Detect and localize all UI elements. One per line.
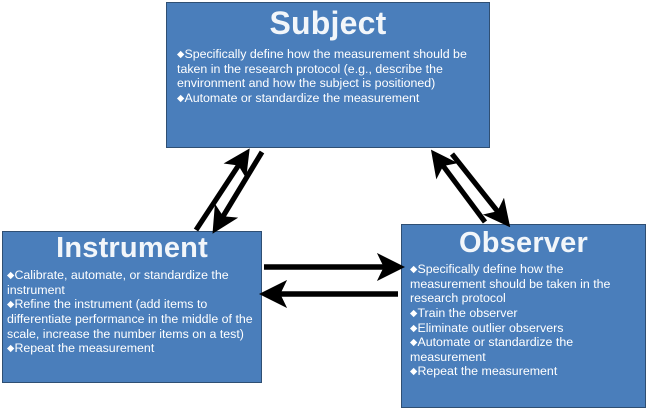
bullet-item: ◆Automate or standardize the measurement (177, 91, 479, 106)
bullet-item: ◆Eliminate outlier observers (410, 321, 639, 336)
bullet-text: Eliminate outlier observers (417, 320, 564, 335)
connector-subject-to-observer (449, 152, 511, 228)
node-observer-body: ◆Specifically define how the measurement… (402, 258, 645, 379)
bullet-text: Train the observer (417, 305, 518, 320)
bullet-text: Calibrate, automate, or standardize the … (7, 268, 229, 297)
node-observer[interactable]: Observer ◆Specifically define how the me… (401, 224, 646, 408)
bullet-text: Specifically define how the measurement … (177, 47, 467, 91)
bullet-item: ◆Train the observer (410, 306, 639, 321)
bullet-text: Refine the instrument (add items to diff… (7, 297, 253, 341)
diamond-bullet-icon: ◆ (177, 49, 185, 60)
bullet-text: Specifically define how the measurement … (410, 262, 611, 306)
diamond-bullet-icon: ◆ (177, 92, 185, 104)
bullet-item: ◆Refine the instrument (add items to dif… (7, 297, 255, 341)
node-instrument-title: Instrument (56, 232, 208, 264)
bullet-item: ◆Specifically define how the measurement… (410, 262, 639, 306)
node-subject-title: Subject (269, 5, 387, 41)
bullet-item: ◆Repeat the measurement (7, 341, 255, 356)
bullet-item: ◆Automate or standardize the measurement (410, 335, 639, 364)
diamond-bullet-icon: ◆ (410, 307, 418, 319)
node-instrument-body: ◆Calibrate, automate, or standardize the… (3, 263, 261, 356)
connector-instrument-to-subject (193, 148, 250, 232)
bullet-item: ◆Calibrate, automate, or standardize the… (7, 268, 255, 297)
diamond-bullet-icon: ◆ (410, 337, 418, 349)
node-observer-title: Observer (459, 227, 588, 259)
diamond-bullet-icon: ◆ (7, 270, 15, 281)
bullet-text: Automate or standardize the measurement (410, 335, 574, 364)
diamond-bullet-icon: ◆ (7, 343, 15, 355)
diamond-bullet-icon: ◆ (410, 264, 418, 275)
bullet-text: Automate or standardize the measurement (184, 90, 420, 105)
bullet-text: Repeat the measurement (14, 341, 155, 356)
node-instrument[interactable]: Instrument ◆Calibrate, automate, or stan… (2, 231, 262, 383)
connector-subject-to-instrument (212, 150, 265, 234)
bullet-item: ◆Specifically define how the measurement… (177, 47, 479, 91)
bullet-item: ◆Repeat the measurement (410, 364, 639, 379)
diamond-bullet-icon: ◆ (7, 299, 15, 311)
diamond-bullet-icon: ◆ (410, 366, 418, 378)
bullet-text: Repeat the measurement (417, 364, 558, 379)
connector-observer-to-subject (430, 149, 488, 224)
diamond-bullet-icon: ◆ (410, 322, 418, 334)
node-subject-body: ◆Specifically define how the measurement… (167, 39, 489, 106)
node-subject[interactable]: Subject ◆Specifically define how the mea… (166, 2, 490, 148)
